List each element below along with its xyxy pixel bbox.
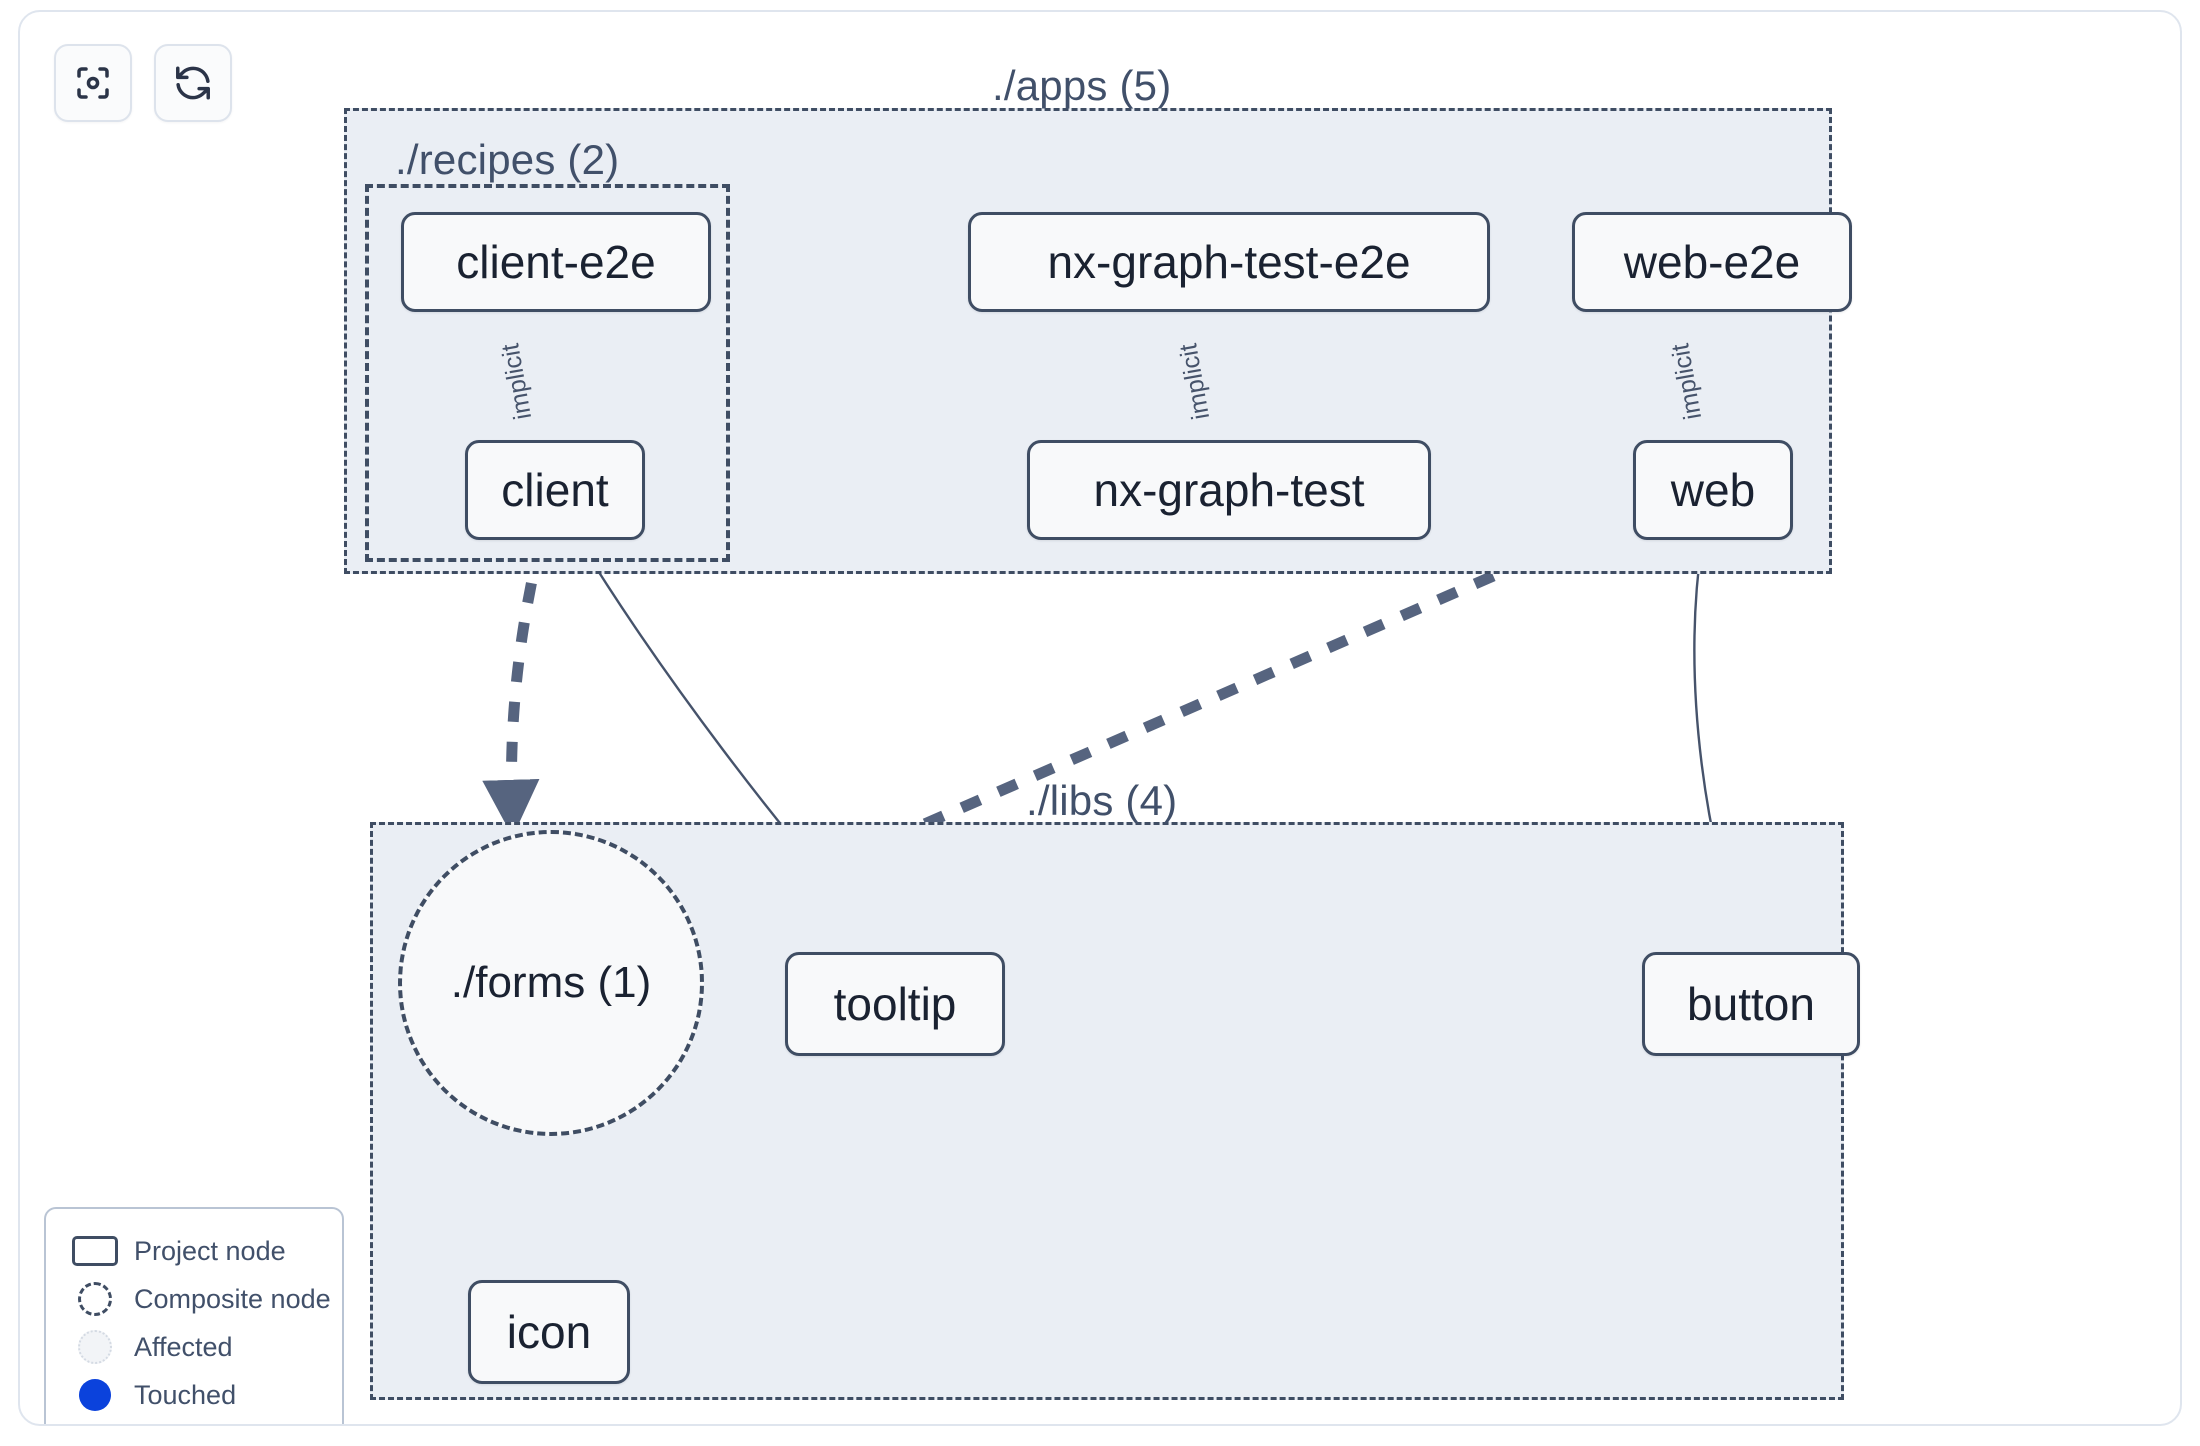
edge-web-to-forms[interactable] xyxy=(713,506,1643,920)
refresh-graph-button[interactable] xyxy=(154,44,232,122)
legend-item-composite-node: Composite node xyxy=(68,1275,331,1323)
viewfinder-icon xyxy=(72,62,114,104)
graph-toolbar xyxy=(54,44,232,122)
project-node-web[interactable]: web xyxy=(1633,440,1793,540)
legend-item-affected: Affected xyxy=(68,1323,322,1371)
legend-label: Project node xyxy=(134,1235,286,1266)
project-node-button[interactable]: button xyxy=(1642,952,1860,1056)
group-label-libs: ./libs (4) xyxy=(1026,777,1178,824)
project-node-tooltip[interactable]: tooltip xyxy=(785,952,1005,1056)
legend-label: Affected xyxy=(134,1331,233,1362)
legend-label: Composite node xyxy=(134,1283,331,1314)
node-label: icon xyxy=(506,1306,592,1358)
legend-item-touched: Touched xyxy=(68,1371,322,1419)
project-node-nx-graph-test-e2e[interactable]: nx-graph-test-e2e xyxy=(968,212,1490,312)
node-label: web-e2e xyxy=(1623,236,1801,288)
group-label-recipes: ./recipes (2) xyxy=(395,136,620,183)
project-node-client-e2e[interactable]: client-e2e xyxy=(401,212,711,312)
node-label: ./forms (1) xyxy=(450,958,652,1007)
composite-node-forms[interactable]: ./forms (1) xyxy=(398,830,704,1136)
node-label: web xyxy=(1670,464,1756,516)
node-label: tooltip xyxy=(833,978,957,1030)
composite-node-swatch xyxy=(68,1282,122,1316)
project-node-icon[interactable]: icon xyxy=(468,1280,630,1384)
graph-canvas-card: ./apps (5) ./recipes (2) ./libs (4) impl… xyxy=(18,10,2182,1426)
project-node-nx-graph-test[interactable]: nx-graph-test xyxy=(1027,440,1431,540)
project-node-web-e2e[interactable]: web-e2e xyxy=(1572,212,1852,312)
graph-legend: Project node Composite node Affected Tou… xyxy=(44,1207,344,1424)
affected-swatch xyxy=(68,1330,122,1364)
refresh-icon xyxy=(172,62,214,104)
legend-label: Touched xyxy=(134,1379,237,1410)
legend-item-project-node: Project node xyxy=(68,1227,322,1275)
node-label: nx-graph-test xyxy=(1093,464,1365,516)
edge-client-to-forms[interactable] xyxy=(482,542,546,838)
touched-swatch xyxy=(68,1379,122,1411)
node-label: client-e2e xyxy=(456,236,656,288)
project-node-client[interactable]: client xyxy=(465,440,645,540)
node-label: button xyxy=(1687,978,1815,1030)
focus-graph-button[interactable] xyxy=(54,44,132,122)
node-label: client xyxy=(501,464,609,516)
project-node-swatch xyxy=(68,1236,122,1266)
group-label-apps: ./apps (5) xyxy=(992,62,1172,109)
node-label: nx-graph-test-e2e xyxy=(1047,236,1411,288)
